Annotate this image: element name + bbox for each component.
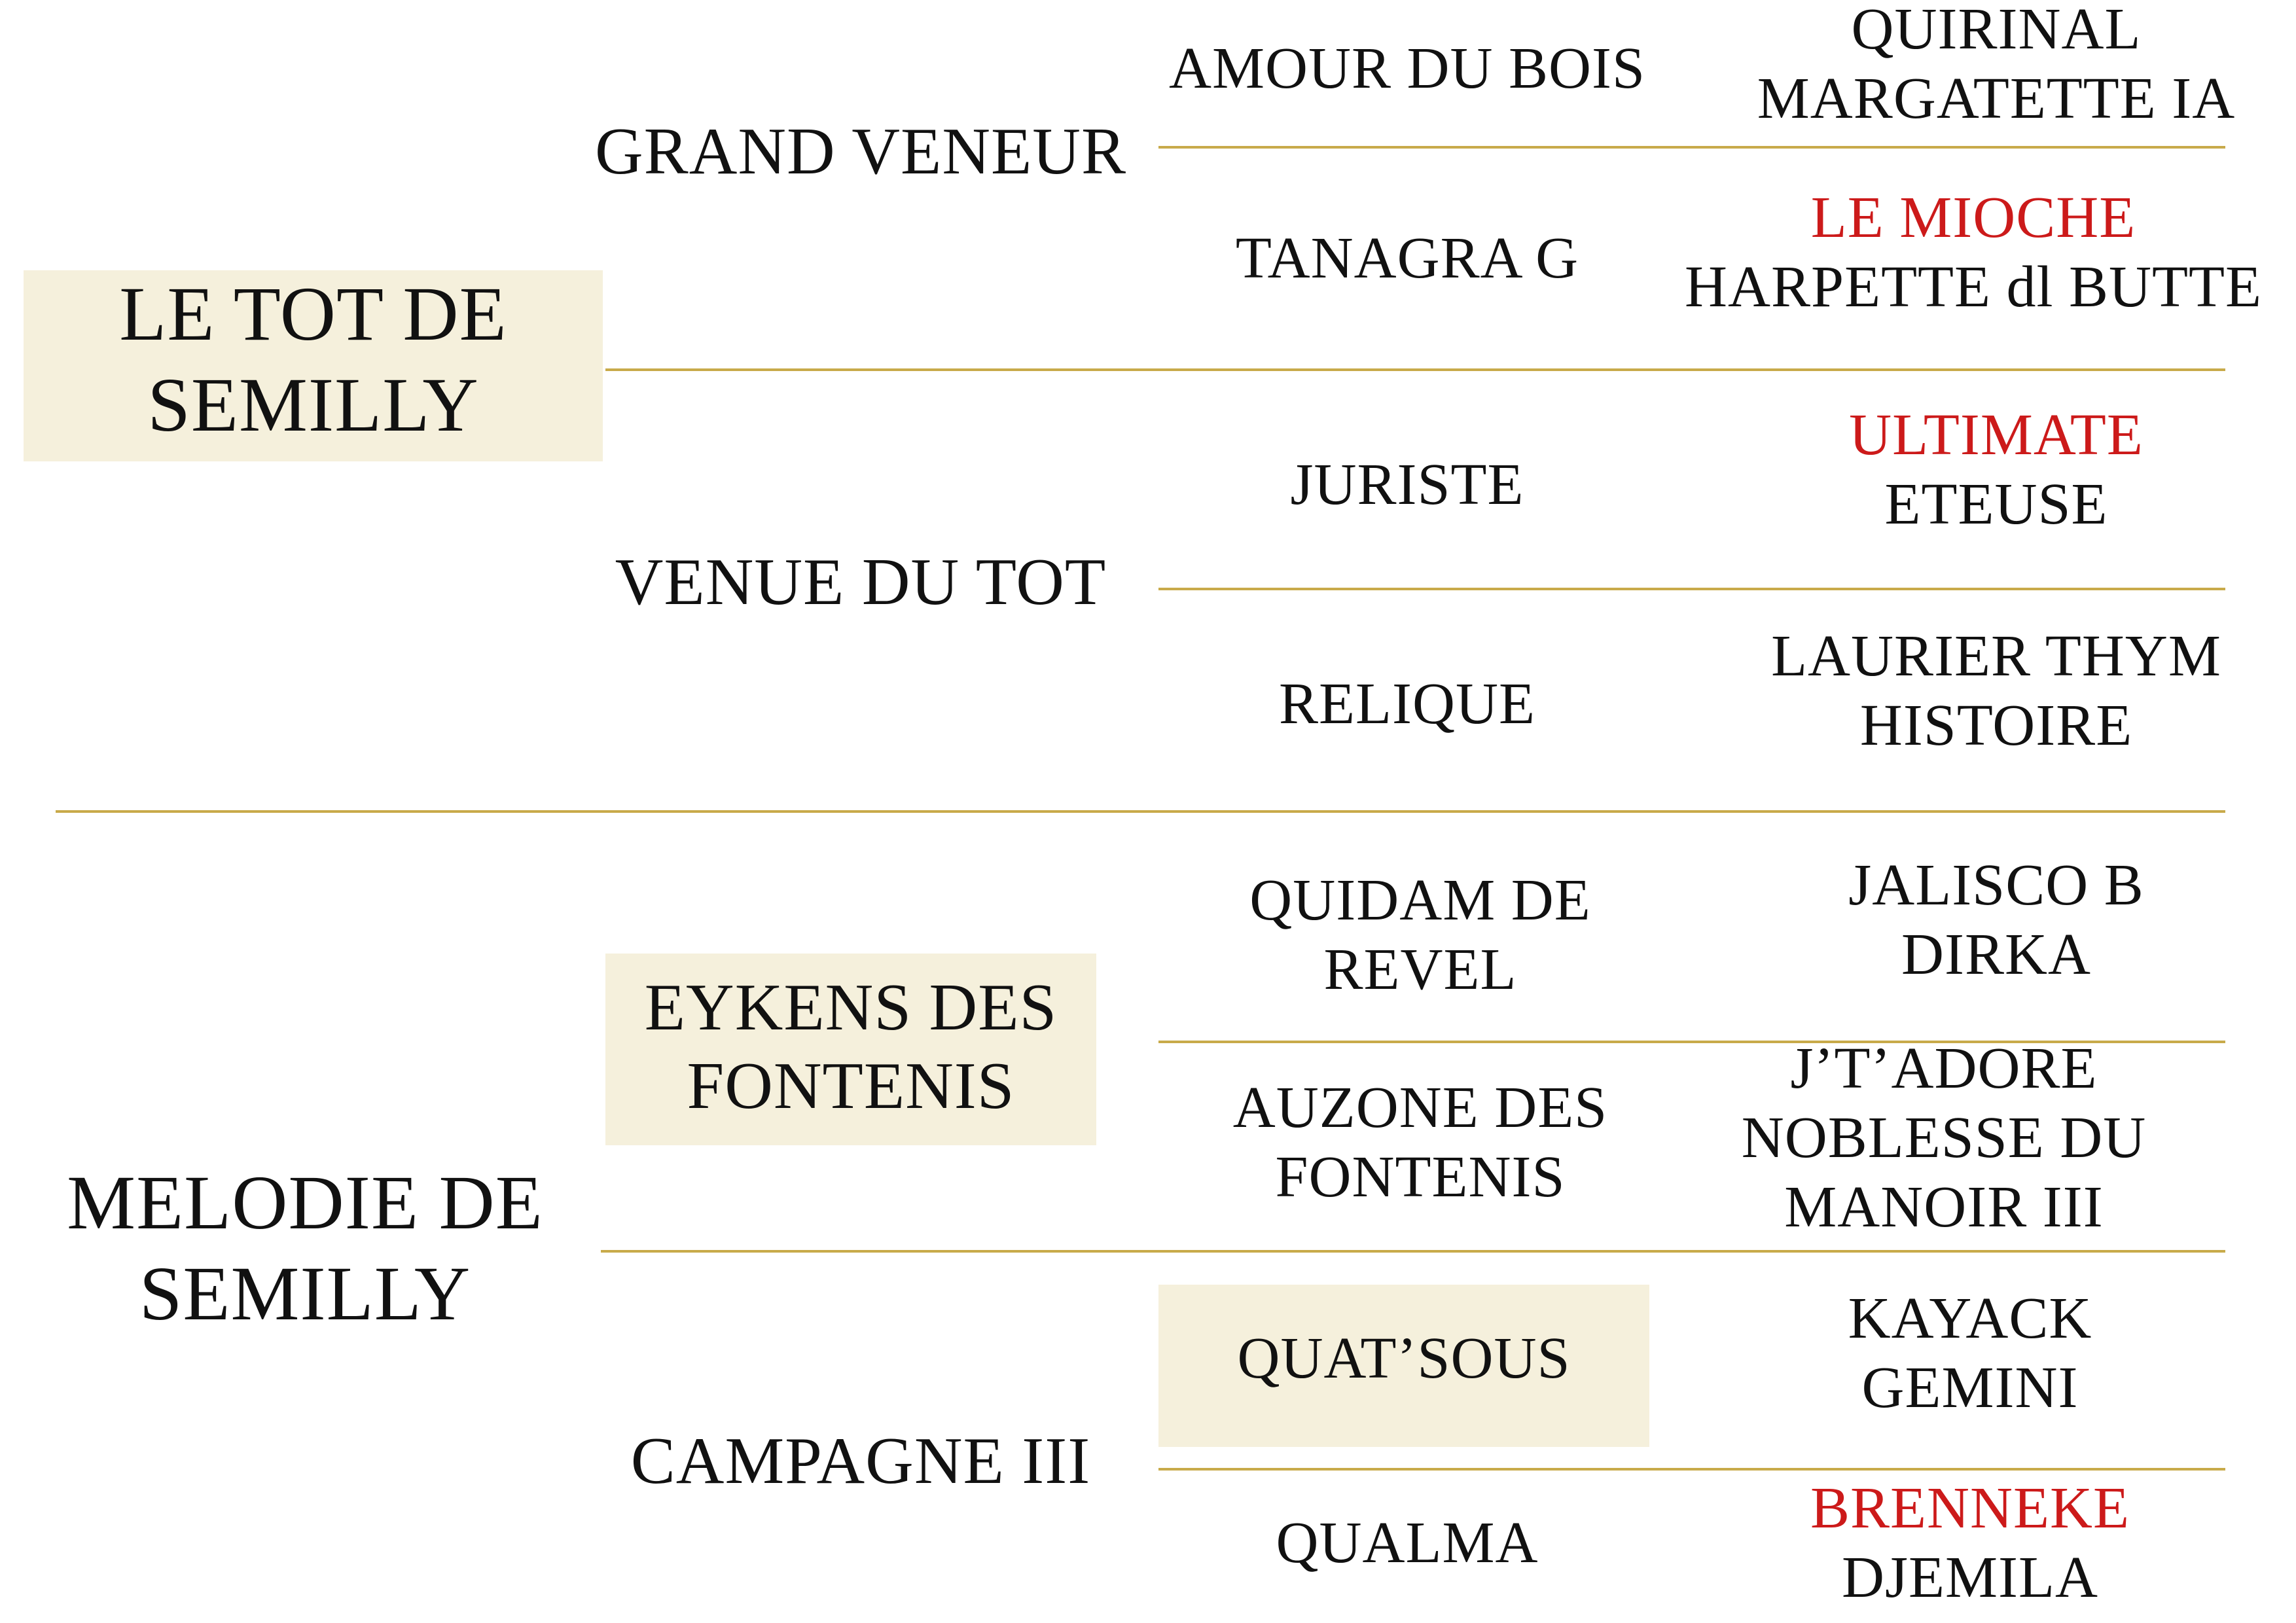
- dam-sire-highlight: [605, 954, 1096, 1145]
- rule-gen3-a-b: [1158, 146, 2225, 149]
- sire-name-line2: SEMILLY: [147, 362, 479, 448]
- sire-highlight: [24, 270, 603, 461]
- gen4-g2-name: GEMINI: [1861, 1355, 2079, 1421]
- gen4-e2-name: DIRKA: [1901, 922, 2091, 988]
- rule-gen3-g-h: [1158, 1468, 2225, 1471]
- dam-name-line1: MELODIE DE: [67, 1160, 543, 1245]
- gen4-b1-name: LE MIOCHE: [1810, 185, 2136, 250]
- gen3-f-name: AUZONE DES FONTENIS: [1132, 1073, 1708, 1212]
- gen4-a-names: QUIRINAL MARGATETTE IA: [1636, 0, 2296, 134]
- rule-gen2-sire: [605, 368, 2225, 371]
- gen4-b-names: LE MIOCHE HARPETTE dl BUTTE: [1610, 183, 2296, 322]
- gen3-d-name: RELIQUE: [1279, 671, 1535, 736]
- gen4-b2-name: HARPETTE dl BUTTE: [1685, 255, 2262, 320]
- gen4-g-names: KAYACK GEMINI: [1610, 1284, 2296, 1423]
- dam-sire-name: EYKENS DES FONTENIS: [605, 969, 1096, 1126]
- gen4-e1-name: JALISCO B: [1848, 853, 2144, 918]
- sire-sire-name: GRAND VENEUR: [595, 115, 1126, 188]
- rule-gen1: [56, 810, 2225, 813]
- gen3-e-name-line2: REVEL: [1323, 937, 1517, 1003]
- gen4-d-names: LAURIER THYM HISTOIRE: [1636, 622, 2296, 760]
- gen4-f3-name: MANOIR III: [1784, 1175, 2104, 1240]
- gen4-c2-name: ETEUSE: [1884, 472, 2108, 537]
- gen4-h2-name: DJEMILA: [1842, 1545, 2098, 1611]
- gen4-c1-name: ULTIMATE: [1849, 402, 2144, 467]
- dam-name-line2: SEMILLY: [139, 1251, 471, 1337]
- dam-dam-sire-highlight: [1158, 1285, 1649, 1447]
- gen4-d2-name: HISTOIRE: [1859, 693, 2133, 758]
- dam-dam-name: CAMPAGNE III: [630, 1424, 1091, 1498]
- gen4-g1-name: KAYACK: [1848, 1286, 2092, 1351]
- gen3-h-name: QUALMA: [1276, 1510, 1539, 1575]
- gen3-e-name-line1: QUIDAM DE: [1249, 868, 1591, 933]
- gen4-a2-name: MARGATETTE IA: [1757, 66, 2236, 132]
- gen4-h1-name: BRENNEKE: [1810, 1476, 2130, 1541]
- dam-name: MELODIE DE SEMILLY: [24, 1157, 586, 1339]
- gen3-a-name: AMOUR DU BOIS: [1168, 36, 1646, 101]
- rule-gen3-e-f: [1158, 1041, 2225, 1043]
- sire-name: LE TOT DE SEMILLY: [24, 268, 603, 450]
- gen4-h-names: BRENNEKE DJEMILA: [1610, 1474, 2296, 1613]
- dam-sire-name-line2: FONTENIS: [687, 1049, 1015, 1124]
- dam-sire-name-line1: EYKENS DES: [644, 971, 1058, 1044]
- gen3-e-name: QUIDAM DE REVEL: [1132, 866, 1708, 1005]
- gen4-d1-name: LAURIER THYM: [1771, 624, 2221, 688]
- gen3-g-name: QUAT’SOUS: [1237, 1326, 1571, 1391]
- sire-name-line1: LE TOT DE: [119, 271, 507, 357]
- gen4-c-names: ULTIMATE ETEUSE: [1636, 401, 2296, 539]
- sire-dam-name: VENUE DU TOT: [615, 545, 1107, 619]
- rule-gen2-dam: [601, 1250, 2225, 1253]
- gen4-f1-name: J’T’ADORE: [1790, 1036, 2098, 1101]
- gen4-f2-name: NOBLESSE DU: [1741, 1105, 2147, 1171]
- gen3-b-name: TANAGRA G: [1235, 226, 1579, 291]
- gen4-f-names: J’T’ADORE NOBLESSE DU MANOIR III: [1584, 1034, 2296, 1243]
- gen4-e-names: JALISCO B DIRKA: [1636, 851, 2296, 990]
- gen3-f-name-line2: FONTENIS: [1275, 1145, 1566, 1210]
- gen4-a1-name: QUIRINAL: [1851, 0, 2142, 62]
- rule-gen3-c-d: [1158, 588, 2225, 590]
- gen3-c-name: JURISTE: [1290, 452, 1524, 517]
- gen3-f-name-line1: AUZONE DES: [1232, 1075, 1608, 1140]
